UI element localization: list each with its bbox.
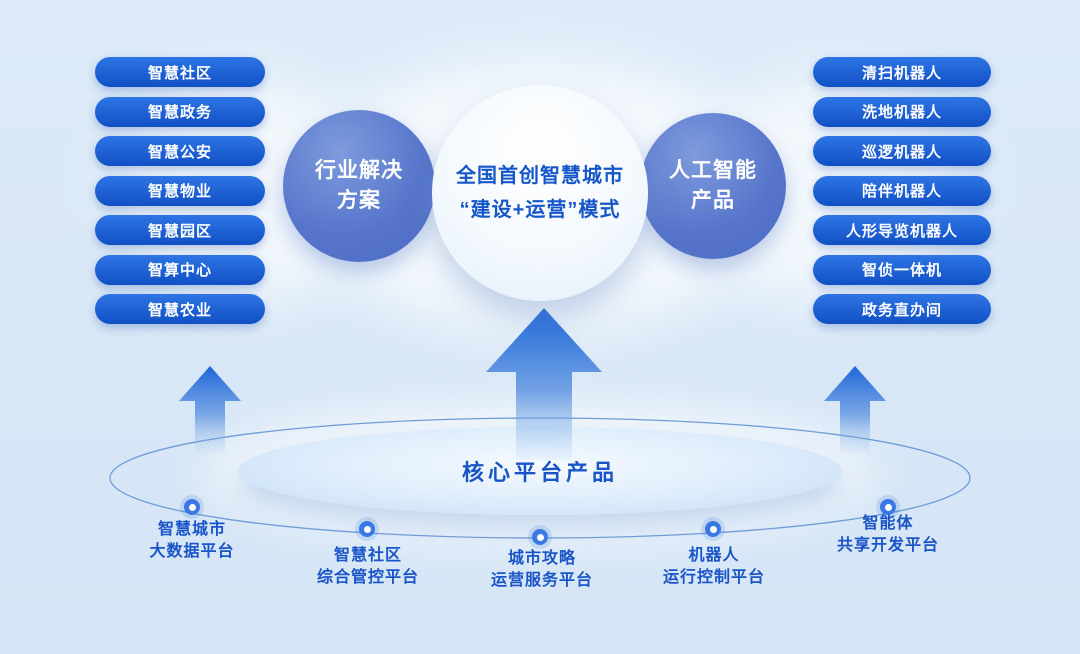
industry-pill: 智慧园区	[95, 215, 265, 245]
product-pill: 巡逻机器人	[813, 136, 991, 166]
industry-pill: 智慧政务	[95, 96, 265, 127]
platform-node-dot	[880, 499, 896, 515]
platform-node-dot	[705, 521, 721, 537]
product-pill: 陪伴机器人	[813, 175, 991, 206]
platform-node-label: 城市攻略 运营服务平台	[490, 550, 594, 590]
industry-pill: 智慧农业	[95, 294, 265, 324]
platform-node-label: 智慧社区 综合管控平台	[316, 547, 420, 587]
platform-node-label: 智慧城市 大数据平台	[149, 521, 235, 561]
industry-pill: 智慧公安	[95, 136, 265, 166]
industry-pill: 智算中心	[95, 254, 265, 285]
industry-pill: 智慧社区	[95, 57, 265, 87]
product-pill-column: 清扫机器人 洗地机器人 巡逻机器人 陪伴机器人 人形导览机器人 智侦一体机 政务…	[813, 57, 991, 324]
central-model-circle: 全国首创智慧城市 “建设+运营”模式	[432, 85, 648, 301]
platform-node-dot	[532, 529, 548, 545]
platform-node-dot	[359, 521, 375, 537]
ai-products-circle: 人工智能 产品	[640, 113, 786, 259]
product-pill: 清扫机器人	[813, 57, 991, 87]
platform-node-label: 智能体 共享开发平台	[836, 515, 940, 555]
product-pill: 政务直办间	[813, 294, 991, 324]
up-arrow-icon	[486, 308, 602, 460]
industry-pill-column: 智慧社区 智慧政务 智慧公安 智慧物业 智慧园区 智算中心 智慧农业	[95, 57, 265, 324]
industry-solutions-circle: 行业解决 方案	[283, 110, 435, 262]
platform-node-dot	[184, 499, 200, 515]
product-pill: 人形导览机器人	[813, 215, 991, 245]
platform-node-label: 机器人 运行控制平台	[662, 547, 766, 587]
up-arrow-icon	[179, 366, 241, 454]
product-pill: 智侦一体机	[813, 254, 991, 285]
core-platform-label: 核心平台产品	[461, 460, 618, 485]
industry-pill: 智慧物业	[95, 175, 265, 206]
up-arrow-icon	[824, 366, 886, 454]
product-pill: 洗地机器人	[813, 96, 991, 127]
